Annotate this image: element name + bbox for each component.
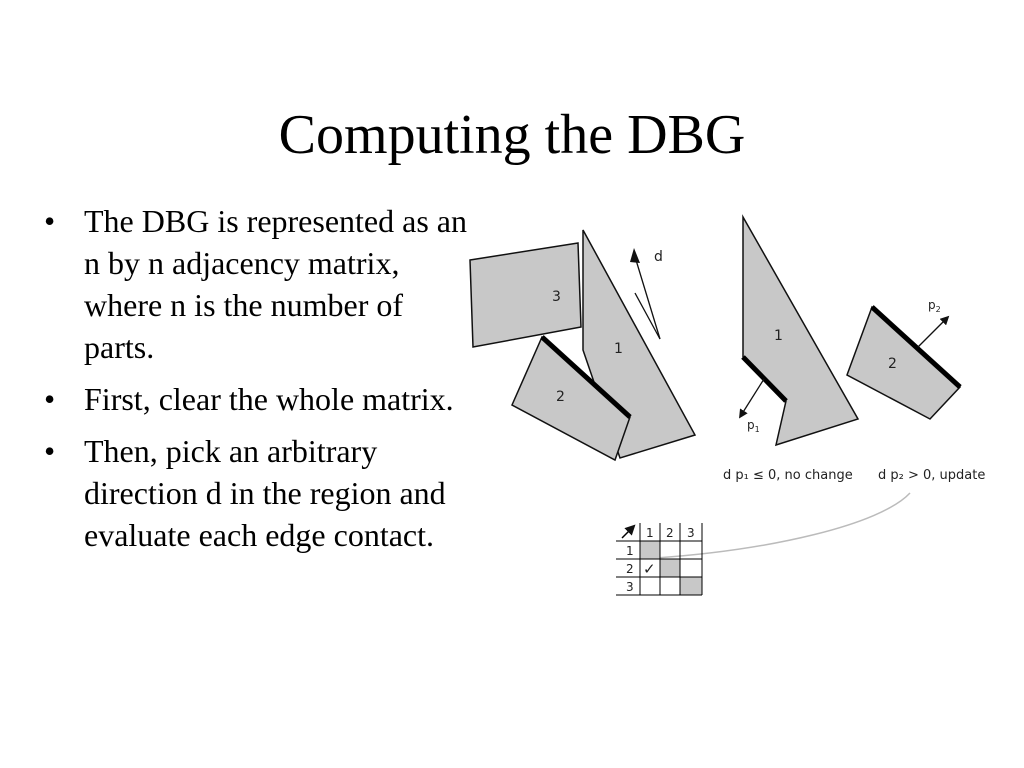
contact-edge	[741, 355, 788, 403]
matrix-col-header: 3	[687, 526, 695, 540]
matrix-row-header: 2	[626, 562, 634, 576]
corner-arrow-icon	[621, 524, 636, 539]
arrow-icon	[630, 248, 640, 263]
normal-p2-arrow	[917, 315, 950, 348]
matrix-col-header: 1	[646, 526, 654, 540]
bullet-item: • The DBG is represented as an n by n ad…	[40, 200, 480, 368]
normal-p1-arrow	[739, 378, 765, 419]
right-part-1-label: 1	[774, 328, 783, 344]
caption-update: d p₂ > 0, update	[878, 468, 985, 483]
bullet-text: Then, pick an arbitrary direction d in t…	[84, 433, 446, 553]
left-part-3	[469, 242, 582, 348]
bullet-item: • Then, pick an arbitrary direction d in…	[40, 430, 480, 556]
matrix-col-header: 2	[666, 526, 674, 540]
matrix-grid	[616, 523, 703, 596]
right-part-2-label: 2	[888, 356, 897, 372]
right-assembly: p1 1 p2 2	[739, 214, 962, 447]
bullet-icon: •	[44, 203, 56, 239]
matrix-cell-2-2	[660, 559, 680, 577]
slide-title: Computing the DBG	[278, 104, 746, 166]
bullet-text: First, clear the whole matrix.	[84, 381, 454, 417]
left-assembly: 3 1 2 d	[469, 229, 697, 462]
direction-arrow	[635, 259, 661, 340]
matrix-cell-1-1	[640, 541, 660, 559]
check-icon: ✓	[643, 560, 656, 578]
bullet-icon: •	[44, 433, 56, 469]
bullet-list: • The DBG is represented as an n by n ad…	[40, 200, 480, 566]
left-part-1-label: 1	[614, 341, 623, 357]
p1-label: p1	[747, 418, 760, 434]
matrix-row-header: 3	[626, 580, 634, 594]
left-part-2-label: 2	[556, 389, 565, 405]
dbg-figure: 3 1 2 d p1 1 p2 2 d p₁ ≤ 0, no change d …	[469, 214, 985, 596]
right-part-2	[846, 305, 962, 420]
left-part-3-label: 3	[552, 289, 561, 305]
contact-edge	[870, 305, 962, 389]
bullet-text: The DBG is represented as an n by n adja…	[84, 203, 467, 365]
connector-curve	[655, 492, 911, 559]
bullet-icon: •	[44, 381, 56, 417]
caption-no-change: d p₁ ≤ 0, no change	[723, 468, 853, 483]
matrix-cell-3-3	[680, 577, 702, 595]
matrix-row-header: 1	[626, 544, 634, 558]
right-part-1	[742, 214, 860, 447]
adjacency-matrix: 1 2 3 1 2 3 ✓	[616, 523, 703, 596]
contact-edge	[540, 335, 632, 419]
direction-line	[634, 292, 661, 340]
bullet-item: • First, clear the whole matrix.	[40, 378, 480, 420]
p2-label: p2	[928, 298, 941, 314]
direction-label: d	[654, 249, 663, 265]
